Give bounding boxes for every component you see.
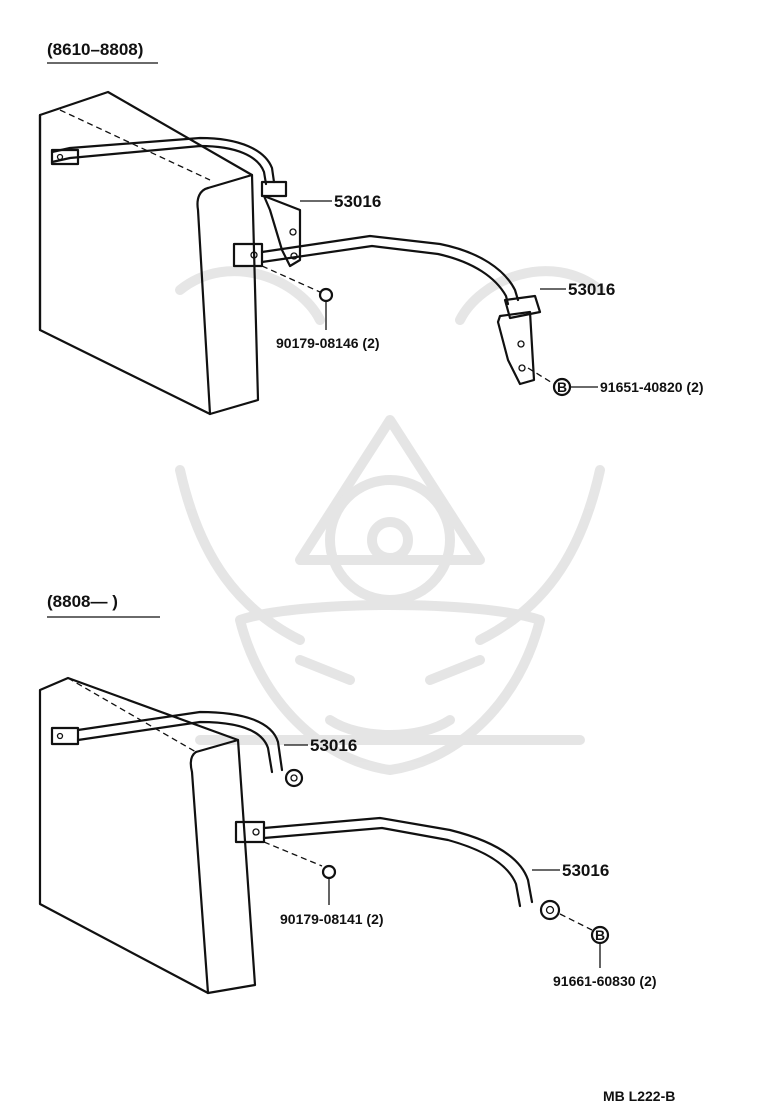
part-number-label: 53016 bbox=[334, 192, 381, 211]
bolt-b-marker: B bbox=[557, 379, 567, 395]
nut-icon bbox=[321, 864, 337, 880]
section-2-range-label: (8808— ) bbox=[47, 592, 118, 611]
section-1: (8610–8808) bbox=[38, 40, 704, 416]
bolt-b-marker: B bbox=[595, 927, 605, 943]
diagram-code: MB L222-B bbox=[603, 1088, 675, 1104]
fitting-icon bbox=[284, 768, 304, 788]
part-number-label: 53016 bbox=[310, 736, 357, 755]
section-1-range-label: (8610–8808) bbox=[47, 40, 143, 59]
evaporator-housing-2 bbox=[38, 676, 257, 995]
tube-lower-1 bbox=[232, 234, 542, 386]
part-number-label: 53016 bbox=[568, 280, 615, 299]
evaporator-housing-1 bbox=[38, 90, 260, 416]
fitting-icon bbox=[539, 899, 561, 921]
part-number-label: 91661-60830 (2) bbox=[553, 973, 657, 989]
part-number-label: 90179-08141 (2) bbox=[280, 911, 384, 927]
nut-icon bbox=[318, 287, 334, 303]
tube-upper-2 bbox=[50, 710, 304, 788]
part-number-label: 91651-40820 (2) bbox=[600, 379, 704, 395]
tube-lower-2 bbox=[234, 816, 561, 921]
part-number-label: 53016 bbox=[562, 861, 609, 880]
part-number-label: 90179-08146 (2) bbox=[276, 335, 380, 351]
section-2: (8808— ) bbox=[38, 592, 657, 995]
watermark-logo bbox=[175, 266, 605, 775]
